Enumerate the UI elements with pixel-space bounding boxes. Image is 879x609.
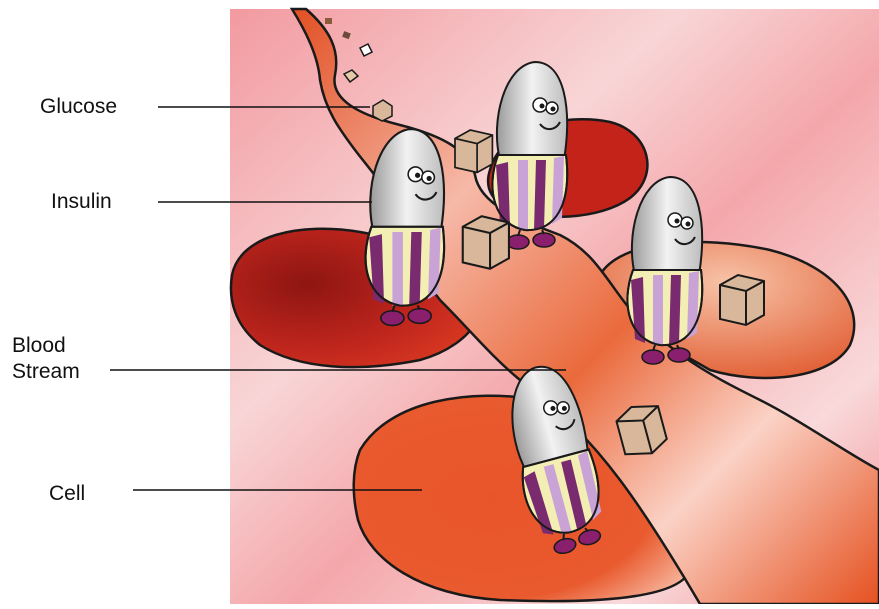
glucose-label: Glucose — [40, 95, 117, 119]
cell-label: Cell — [49, 482, 85, 506]
insulin-label: Insulin — [51, 190, 112, 214]
blood-stream-label-line2: Stream — [12, 359, 80, 385]
blood-stream-label: Blood Stream — [12, 333, 80, 385]
blood-stream-label-line1: Blood — [12, 333, 80, 359]
